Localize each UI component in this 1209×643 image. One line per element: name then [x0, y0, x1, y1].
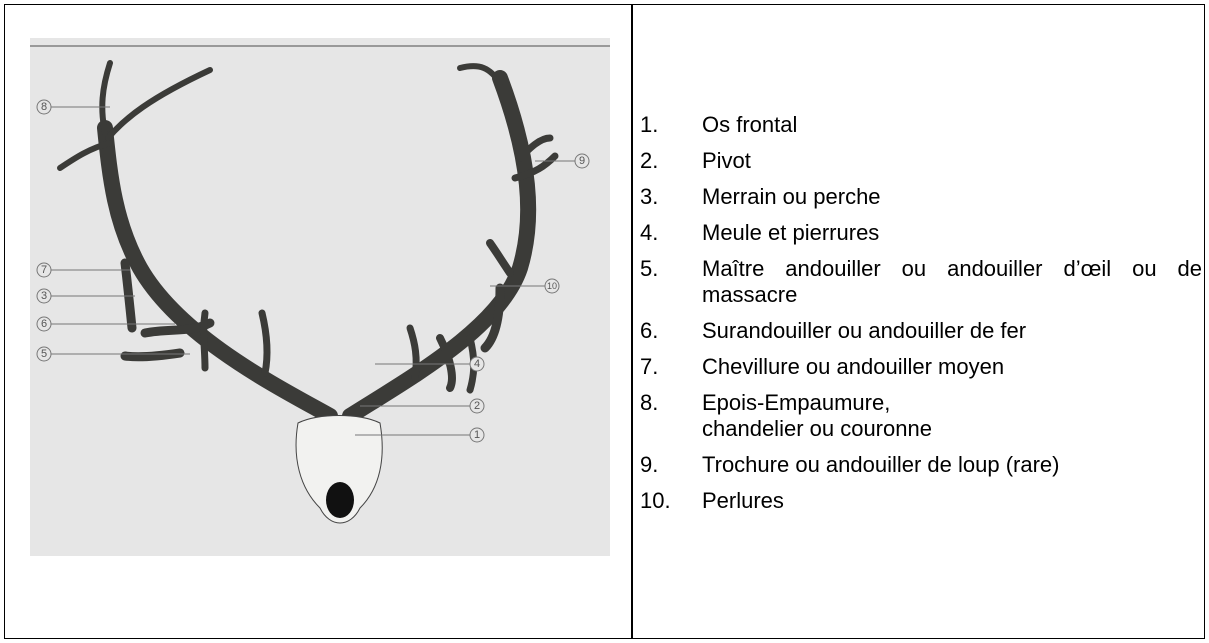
antler-diagram: 8 9 7 3 6 5 10 4 2 1: [30, 38, 610, 556]
column-divider: [631, 4, 633, 639]
legend-text: Meule et pierrures: [702, 220, 1202, 246]
legend-number: 2.: [640, 148, 702, 174]
legend-text: Merrain ou perche: [702, 184, 1202, 210]
legend-item: 1.Os frontal: [640, 112, 1202, 138]
callout-7: 7: [41, 264, 47, 276]
callout-5: 5: [41, 348, 47, 360]
legend-number: 10.: [640, 488, 702, 514]
legend-item: 5.Maître andouiller ou andouiller d’œil …: [640, 256, 1202, 308]
legend-number: 8.: [640, 390, 702, 442]
legend-text: Surandouiller ou andouiller de fer: [702, 318, 1202, 344]
legend-text: Epois-Empaumure, chandelier ou couronne: [702, 390, 1202, 442]
legend-number: 6.: [640, 318, 702, 344]
legend-item: 8.Epois-Empaumure, chandelier ou couronn…: [640, 390, 1202, 442]
legend-item: 3.Merrain ou perche: [640, 184, 1202, 210]
legend-number: 4.: [640, 220, 702, 246]
callout-9: 9: [579, 155, 585, 167]
callout-6: 6: [41, 318, 47, 330]
legend-number: 1.: [640, 112, 702, 138]
legend-text: Os frontal: [702, 112, 1202, 138]
callout-3: 3: [41, 290, 47, 302]
legend-item: 9.Trochure ou andouiller de loup (rare): [640, 452, 1202, 478]
legend-item: 6.Surandouiller ou andouiller de fer: [640, 318, 1202, 344]
legend-item: 2.Pivot: [640, 148, 1202, 174]
callout-2: 2: [474, 400, 480, 412]
legend-number: 5.: [640, 256, 702, 308]
legend-item: 4.Meule et pierrures: [640, 220, 1202, 246]
callout-8: 8: [41, 101, 47, 113]
legend-item: 7.Chevillure ou andouiller moyen: [640, 354, 1202, 380]
antler-illustration: 8 9 7 3 6 5 10 4 2 1: [30, 38, 610, 556]
callout-4: 4: [474, 358, 480, 370]
legend-number: 9.: [640, 452, 702, 478]
legend-text: Trochure ou andouiller de loup (rare): [702, 452, 1202, 478]
callout-10: 10: [547, 281, 557, 291]
legend-text: Maître andouiller ou andouiller d’œil ou…: [702, 256, 1202, 308]
legend-item: 10.Perlures: [640, 488, 1202, 514]
legend-text: Pivot: [702, 148, 1202, 174]
legend-list: 1.Os frontal 2.Pivot 3.Merrain ou perche…: [640, 112, 1202, 524]
legend-number: 7.: [640, 354, 702, 380]
callout-1: 1: [474, 429, 480, 441]
legend-text: Chevillure ou andouiller moyen: [702, 354, 1202, 380]
legend-text: Perlures: [702, 488, 1202, 514]
legend-number: 3.: [640, 184, 702, 210]
